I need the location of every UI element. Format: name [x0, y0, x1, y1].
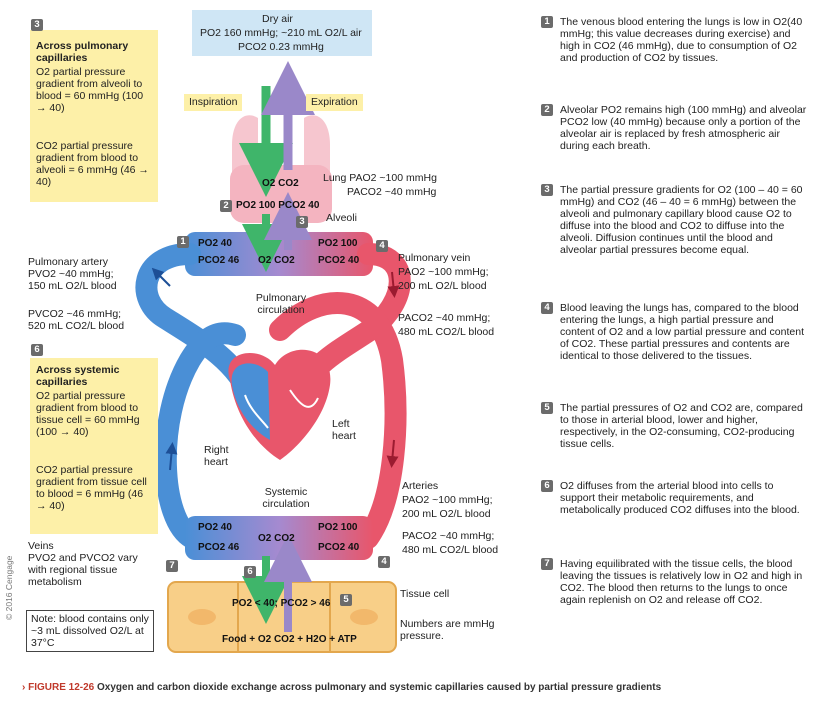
lung-pressure-label-2: PACO2 ~40 mmHg	[347, 186, 437, 198]
veins-line1: PVO2 and PVCO2 vary	[28, 552, 138, 564]
pulmonary-box-co2: CO2 partial pressure gradient from blood…	[36, 140, 149, 188]
tissue-pressures: PO2 < 40; PCO2 > 46	[232, 598, 331, 609]
expiration-label: Expiration	[306, 94, 363, 111]
pulmonary-artery-line3: PVCO2 ~46 mmHg;	[28, 308, 122, 320]
badge-2: 2	[220, 200, 232, 212]
arteries-line2: 200 mL O2/L blood	[402, 508, 491, 520]
step-7-text: Having equilibrated with the tissue cell…	[560, 558, 803, 606]
dry-air-line2: PCO2 0.23 mmHg	[238, 41, 324, 53]
numbers-note: Numbers are mmHg pressure.	[400, 618, 495, 642]
step-3-text: The partial pressure gradients for O2 (1…	[560, 184, 803, 256]
pulmonary-artery-line2: 150 mL O2/L blood	[28, 280, 117, 292]
alveoli-label: Alveoli	[326, 212, 357, 224]
step-5-num: 5	[541, 402, 553, 414]
flow-arrow-aorta	[386, 439, 399, 468]
lung-inner-pressures: PO2 100 PCO2 40	[236, 200, 320, 211]
arteries-line4: 480 mL CO2/L blood	[402, 544, 499, 556]
arteries-line3: PACO2 ~40 mmHg;	[402, 530, 495, 542]
pulmonary-artery-line1: PVO2 ~40 mmHg;	[28, 268, 114, 280]
dry-air-line1: PO2 160 mmHg; ~210 mL O2/L air	[200, 27, 362, 39]
step-4-text: Blood leaving the lungs has, compared to…	[560, 302, 804, 362]
inspiration-label: Inspiration	[184, 94, 243, 111]
step-2-num: 2	[541, 104, 553, 116]
flow-arrow-pulm-vein	[387, 271, 400, 298]
systemic-box-o2: O2 partial pressure gradient from blood …	[36, 390, 140, 438]
step-6-num: 6	[541, 480, 553, 492]
step-1-num: 1	[541, 16, 553, 28]
dissolved-o2-note: Note: blood contains only ~3 mL dissolve…	[26, 610, 154, 652]
pulmonary-circulation-label: Pulmonary circulation	[255, 292, 307, 316]
pulm-cap-left-co2: PCO2 46	[198, 255, 240, 266]
pulmonary-box-o2: O2 partial pressure gradient from alveol…	[36, 66, 144, 114]
vena-cava-vessel	[154, 322, 246, 549]
tissue-equation: Food + O2 CO2 + H2O + ATP	[222, 634, 357, 645]
flow-arrow-vena-cava	[165, 442, 178, 471]
badge-3-left: 3	[31, 19, 43, 31]
pulmonary-vein-line1: PAO2 ~100 mmHg;	[398, 266, 489, 278]
pulm-cap-mid-gases: O2 CO2	[258, 255, 295, 266]
pulm-cap-left-o2: PO2 40	[198, 238, 232, 249]
veins-line3: metabolism	[28, 576, 82, 588]
badge-7: 7	[166, 560, 178, 572]
step-3-num: 3	[541, 184, 553, 196]
dry-air-box	[192, 10, 372, 56]
veins-title: Veins	[28, 540, 54, 552]
pulmonary-vein-line4: 480 mL CO2/L blood	[398, 326, 495, 338]
arteries-title: Arteries	[402, 480, 439, 492]
aorta-vessel	[269, 292, 407, 549]
pulm-cap-right-o2: PO2 100	[318, 238, 358, 249]
lung-pressure-label: Lung PAO2 ~100 mmHg	[323, 172, 437, 184]
sys-cap-left-o2: PO2 40	[198, 522, 232, 533]
flow-arrow-pulm-artery	[151, 267, 171, 287]
pulmonary-artery-line4: 520 mL CO2/L blood	[28, 320, 125, 332]
arteries-line1: PAO2 ~100 mmHg;	[402, 494, 493, 506]
pulmonary-vein-title: Pulmonary vein	[398, 252, 471, 264]
pulmonary-vein-line3: PACO2 ~40 mmHg;	[398, 312, 491, 324]
step-7-num: 7	[541, 558, 553, 570]
systemic-gradient-box: Across systemic capillaries O2 partial p…	[30, 358, 158, 534]
systemic-box-title: Across systemic capillaries	[36, 364, 120, 388]
figure-caption: › FIGURE 12-26 Oxygen and carbon dioxide…	[22, 682, 661, 693]
sys-cap-right-co2: PCO2 40	[318, 542, 360, 553]
systemic-box-co2: CO2 partial pressure gradient from tissu…	[36, 464, 147, 512]
heart-shape	[228, 349, 331, 460]
pulmonary-box-title: Across pulmonary capillaries	[36, 40, 129, 64]
step-2-text: Alveolar PO2 remains high (100 mmHg) and…	[560, 104, 807, 152]
copyright-credit: © 2016 Cengage	[4, 555, 14, 620]
pulmonary-artery-title: Pulmonary artery	[28, 256, 108, 268]
sys-cap-right-o2: PO2 100	[318, 522, 358, 533]
right-heart-label: Right heart	[204, 444, 229, 468]
badge-4-bottom: 4	[378, 556, 390, 568]
lung-inner-gases: O2 CO2	[262, 178, 299, 189]
figure-caption-text: Oxygen and carbon dioxide exchange acros…	[97, 682, 662, 693]
systemic-circulation-label: Systemic circulation	[262, 486, 310, 510]
badge-5: 5	[340, 594, 352, 606]
badge-6-left: 6	[31, 344, 43, 356]
step-1-text: The venous blood entering the lungs is l…	[560, 16, 803, 64]
dry-air-title: Dry air	[262, 13, 293, 25]
step-4-num: 4	[541, 302, 553, 314]
figure-number: › FIGURE 12-26	[22, 682, 95, 693]
tissue-cell-label: Tissue cell	[400, 588, 450, 600]
pulmonary-gradient-box: Across pulmonary capillaries O2 partial …	[30, 30, 158, 202]
veins-line2: with regional tissue	[28, 564, 118, 576]
badge-6: 6	[244, 566, 256, 578]
badge-4-top: 4	[376, 240, 388, 252]
left-heart-label: Left heart	[332, 418, 356, 442]
sys-cap-mid-gases: O2 CO2	[258, 533, 295, 544]
pulm-cap-right-co2: PCO2 40	[318, 255, 360, 266]
badge-1: 1	[177, 236, 189, 248]
badge-3: 3	[296, 216, 308, 228]
step-5-text: The partial pressures of O2 and CO2 are,…	[560, 402, 803, 450]
step-6-text: O2 diffuses from the arterial blood into…	[560, 480, 800, 516]
pulmonary-vein-line2: 200 mL O2/L blood	[398, 280, 487, 292]
sys-cap-left-co2: PCO2 46	[198, 542, 240, 553]
